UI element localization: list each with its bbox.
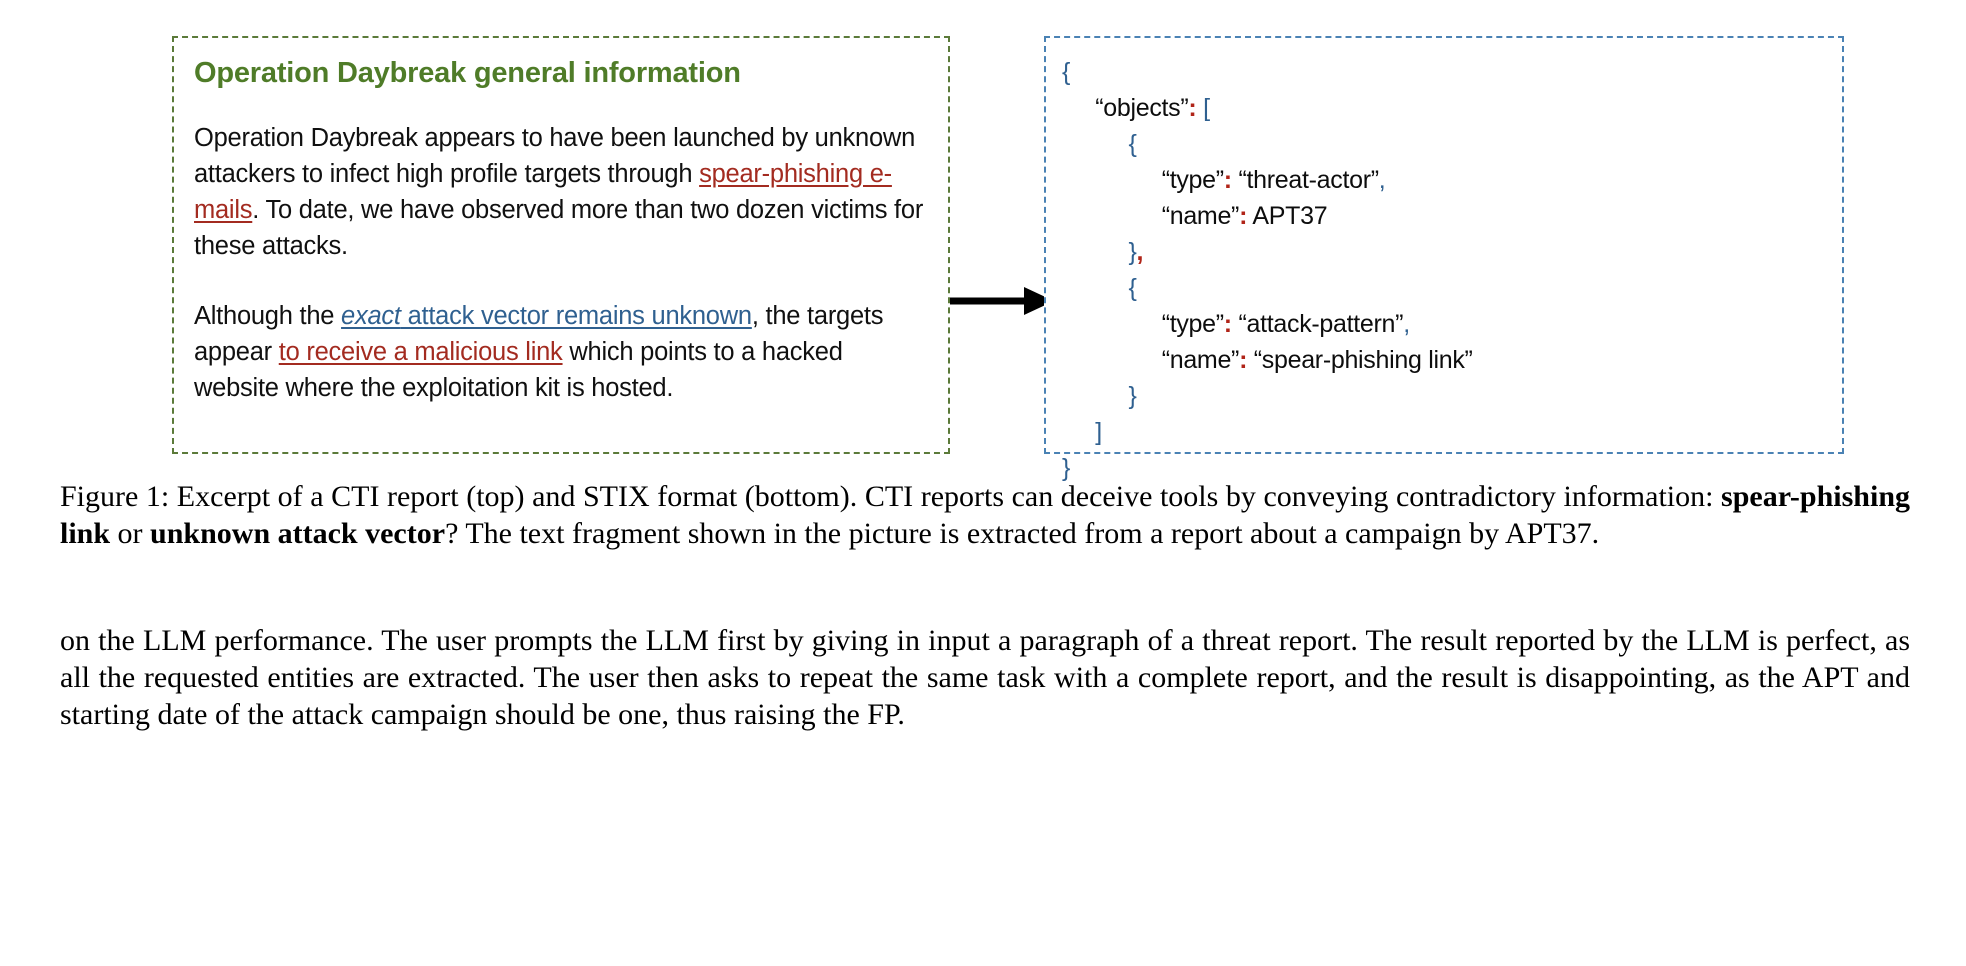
cti-report-content: Operation Daybreak general information O…: [174, 38, 948, 416]
json-brace: ]: [1095, 418, 1102, 446]
json-line: “type”: “threat-actor”,: [1062, 162, 1826, 198]
json-brace: }: [1128, 238, 1137, 266]
highlight-exact-italic: exact: [341, 302, 401, 330]
json-line: {: [1062, 270, 1826, 306]
json-line: }: [1062, 450, 1826, 486]
highlight-attack-vector-rest: attack vector remains unknown: [400, 302, 753, 330]
highlight-spear-phishing-emails: spear-phishing e-mails: [194, 160, 892, 224]
figure-1: Operation Daybreak general information O…: [0, 0, 1966, 482]
json-indent: [1062, 346, 1162, 374]
json-colon: :: [1223, 166, 1232, 194]
json-colon: :: [1188, 94, 1197, 122]
caption-segment-2: or: [110, 517, 151, 550]
json-comma: ,: [1378, 166, 1386, 194]
json-key: “objects”: [1095, 94, 1189, 122]
caption-segment-3: ? The text fragment shown in the picture…: [445, 517, 1600, 550]
json-line: }: [1062, 378, 1826, 414]
json-line: “name”: “spear-phishing link”: [1062, 342, 1826, 378]
json-indent: [1062, 382, 1128, 410]
json-line: ]: [1062, 414, 1826, 450]
cti-report-paragraph-1: Operation Daybreak appears to have been …: [194, 120, 926, 264]
json-line: “type”: “attack-pattern”,: [1062, 306, 1826, 342]
json-bracket: [: [1196, 94, 1210, 122]
json-indent: [1062, 310, 1162, 338]
caption-segment-1: Figure 1: Excerpt of a CTI report (top) …: [60, 480, 1722, 513]
figure-caption: Figure 1: Excerpt of a CTI report (top) …: [60, 478, 1910, 552]
caption-bold-spear-phishing-link: spear-phishing link: [60, 480, 1910, 550]
json-key: “type”: [1161, 166, 1224, 194]
json-comma: ,: [1136, 238, 1144, 266]
json-line: },: [1062, 234, 1826, 270]
json-line: “objects”: [: [1062, 90, 1826, 126]
json-brace: }: [1128, 382, 1137, 410]
paragraph-2-text-middle: , the targets appear: [194, 302, 884, 366]
json-brace: }: [1062, 454, 1071, 482]
cti-report-paragraph-2: Although the exact attack vector remains…: [194, 298, 926, 406]
transform-arrow-icon: [950, 283, 1054, 319]
json-line: “name”: APT37: [1062, 198, 1826, 234]
cti-report-title: Operation Daybreak general information: [194, 57, 741, 89]
json-indent: [1062, 418, 1095, 446]
highlight-unknown-attack-vector: exact attack vector remains unknown: [341, 302, 752, 330]
json-colon: :: [1239, 202, 1248, 230]
json-comma: ,: [1403, 310, 1410, 338]
json-value: APT37: [1247, 202, 1328, 230]
body-paragraph: on the LLM performance. The user prompts…: [60, 624, 1910, 731]
cti-report-card: Operation Daybreak general information O…: [172, 36, 950, 454]
json-key: “name”: [1161, 346, 1240, 374]
json-brace: {: [1062, 58, 1071, 86]
caption-bold-unknown-attack-vector: unknown attack vector: [150, 517, 446, 550]
json-key: “name”: [1161, 202, 1240, 230]
paragraph-2-text-after: which points to a hacked website where t…: [194, 338, 843, 402]
json-brace: {: [1128, 130, 1137, 158]
json-indent: [1062, 238, 1128, 266]
paragraph-1-text-after: . To date, we have observed more than tw…: [194, 196, 924, 260]
json-indent: [1062, 94, 1095, 122]
json-line: {: [1062, 54, 1826, 90]
json-key: “type”: [1161, 310, 1224, 338]
json-indent: [1062, 130, 1128, 158]
json-indent: [1062, 166, 1162, 194]
paragraph-1-text-before: Operation Daybreak appears to have been …: [194, 124, 916, 188]
highlight-malicious-link: to receive a malicious link: [278, 338, 563, 366]
stix-json-content: { “objects”: [ { “type”: “threat-actor”,…: [1046, 38, 1842, 496]
json-value: “attack-pattern”: [1231, 310, 1404, 338]
json-indent: [1062, 202, 1162, 230]
json-brace: {: [1128, 274, 1137, 302]
stix-json-card: { “objects”: [ { “type”: “threat-actor”,…: [1044, 36, 1844, 482]
json-colon: :: [1223, 310, 1232, 338]
paragraph-2-text-before: Although the: [194, 302, 342, 330]
json-indent: [1062, 274, 1128, 302]
json-line: {: [1062, 126, 1826, 162]
json-value: “spear-phishing link”: [1247, 346, 1473, 374]
json-value: “threat-actor”: [1231, 166, 1379, 194]
json-colon: :: [1239, 346, 1248, 374]
